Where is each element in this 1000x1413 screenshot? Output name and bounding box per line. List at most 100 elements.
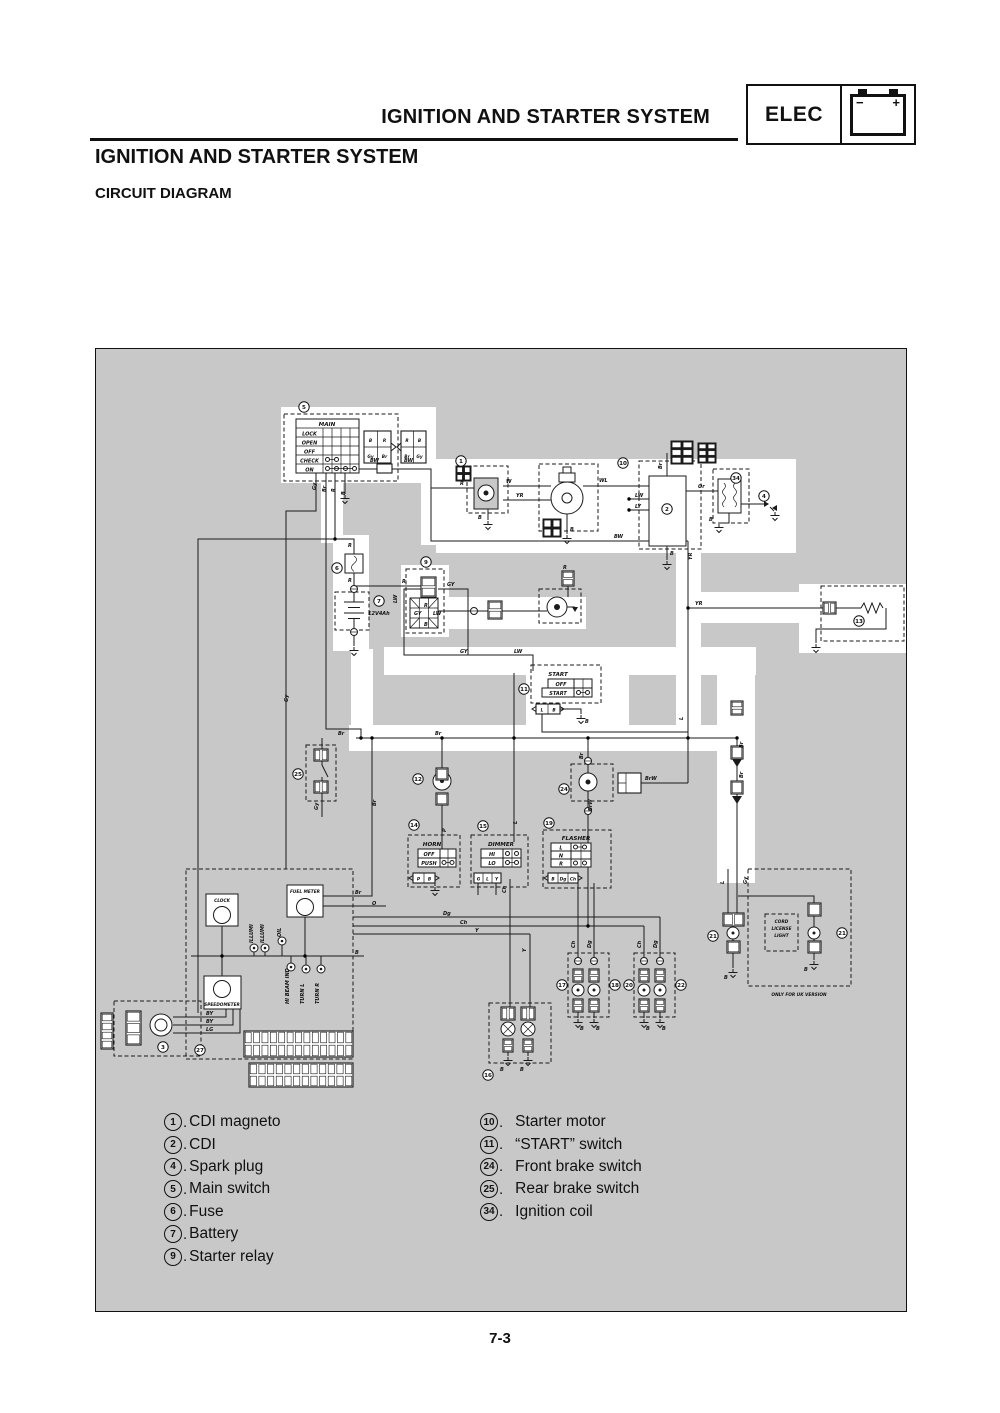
- connector-block: [522, 1038, 534, 1053]
- starter-motor: [550, 466, 584, 515]
- connector-block: [243, 1030, 354, 1058]
- svg-text:5: 5: [302, 405, 306, 411]
- wire-label: B: [670, 551, 674, 557]
- junction-dots: [220, 497, 739, 958]
- svg-text:16: 16: [484, 1073, 492, 1079]
- wire-label: Ch: [502, 885, 508, 893]
- legend-item: 7.Battery: [164, 1223, 281, 1245]
- wire-label: L: [679, 717, 685, 720]
- wire-label: LW: [393, 594, 399, 603]
- subsection-title: CIRCUIT DIAGRAM: [95, 185, 232, 202]
- start-switch: START OFF START L B: [531, 672, 593, 715]
- wire-label: Gy: [314, 802, 320, 810]
- svg-text:L: L: [559, 846, 562, 852]
- svg-text:R: R: [383, 438, 386, 444]
- dashed-outlines: [113, 413, 905, 1064]
- svg-text:10: 10: [619, 461, 627, 467]
- wire-label: R: [460, 481, 464, 487]
- legend-left-column: 1.CDI magneto 2.CDI 4.Spark plug 5.Main …: [164, 1111, 281, 1268]
- component-number: 25: [292, 768, 304, 780]
- battery-terminal-icon: [889, 88, 898, 95]
- wire-label: Br: [322, 485, 328, 492]
- dimmer-switch-outline: [470, 834, 529, 888]
- wire-label: Dg: [653, 940, 659, 948]
- bullet-connector-icon: [350, 628, 358, 636]
- wire-label: B: [478, 515, 482, 521]
- section-title: IGNITION AND STARTER SYSTEM: [95, 146, 419, 168]
- legend-item: 24.Front brake switch: [480, 1156, 642, 1178]
- svg-text:11: 11: [520, 687, 528, 693]
- component-number: 11: [518, 683, 530, 695]
- svg-text:2: 2: [665, 507, 669, 513]
- wire-label: LY: [635, 504, 642, 510]
- svg-text:P: P: [417, 877, 421, 883]
- svg-text:OFF: OFF: [555, 682, 567, 688]
- svg-text:Gy: Gy: [367, 454, 374, 460]
- wire-label: R: [402, 579, 406, 585]
- wire-label: Y: [475, 928, 480, 934]
- ground-icon: [523, 1056, 533, 1066]
- svg-text:Br: Br: [382, 454, 388, 460]
- wire-label: Br: [338, 731, 345, 737]
- cdi-magneto: [473, 477, 499, 510]
- svg-text:Br: Br: [404, 454, 410, 460]
- connector-block: [588, 968, 600, 983]
- ground-icon: [728, 968, 738, 978]
- svg-text:6: 6: [335, 566, 339, 572]
- connector-block: [654, 968, 666, 983]
- svg-text:LICENSE: LICENSE: [771, 926, 791, 932]
- wire-label: B: [662, 1026, 666, 1032]
- connector-block: [588, 998, 600, 1013]
- wire-label: Gy: [312, 482, 318, 490]
- wire-label: B: [724, 975, 728, 981]
- svg-text:27: 27: [196, 1048, 204, 1054]
- connector-block: [638, 998, 650, 1013]
- spark-plug: [764, 501, 777, 511]
- svg-text:19: 19: [545, 821, 553, 827]
- wire-label: B: [596, 1026, 600, 1032]
- illumination-bulb-icon: [249, 943, 259, 953]
- component-number: 21: [836, 927, 848, 939]
- svg-text:21: 21: [709, 934, 717, 940]
- bullet-connector-icon: [470, 607, 478, 615]
- connector-blocks: [100, 440, 837, 1088]
- start-switch-outline: [530, 664, 602, 704]
- uk-version-outline: [747, 868, 852, 987]
- fuse: [344, 553, 364, 574]
- wire-label: B: [570, 527, 574, 533]
- horn-switch-outline: [407, 834, 461, 888]
- wire-label: Or: [698, 484, 705, 490]
- starter-relay-outline: [405, 568, 445, 634]
- main-switch: MAIN LOCK OPEN OFF CHECK ON B R Gy Br R …: [295, 418, 427, 474]
- connector-block: [561, 570, 575, 587]
- component-number: 19: [543, 817, 555, 829]
- svg-text:Dg: Dg: [560, 877, 567, 883]
- battery-icon: − +: [842, 86, 914, 143]
- wire-label: B: [580, 1026, 584, 1032]
- wire-label: LW: [514, 649, 523, 655]
- connector-block: [248, 1062, 354, 1088]
- header-rule: [90, 138, 738, 141]
- component-number: 34: [730, 472, 742, 484]
- svg-text:B: B: [428, 877, 431, 883]
- svg-text:9: 9: [424, 560, 428, 566]
- turn-signal-outline: [567, 952, 610, 1018]
- connector-block: [520, 1006, 536, 1021]
- svg-text:HORN: HORN: [423, 842, 442, 848]
- ground-icon: [809, 960, 819, 970]
- license-light: CORD LICENSE LIGHT ONLY FOR UK VERSION: [726, 919, 827, 998]
- svg-text:HI: HI: [489, 852, 495, 858]
- wire-label: B: [709, 517, 713, 523]
- wire-label: P: [442, 828, 448, 832]
- connector-block: [313, 748, 329, 762]
- wire-label: R: [563, 565, 567, 571]
- ignition-coil: [717, 478, 742, 514]
- wire-label: Br: [579, 752, 585, 759]
- svg-text:CHECK: CHECK: [300, 459, 320, 465]
- component-number: 1: [455, 455, 467, 467]
- wire-label: B: [341, 491, 347, 495]
- legend-item: 4.Spark plug: [164, 1156, 281, 1178]
- elec-label: ELEC: [748, 86, 842, 143]
- wire-label: B: [804, 967, 808, 973]
- connector-block: [572, 968, 584, 983]
